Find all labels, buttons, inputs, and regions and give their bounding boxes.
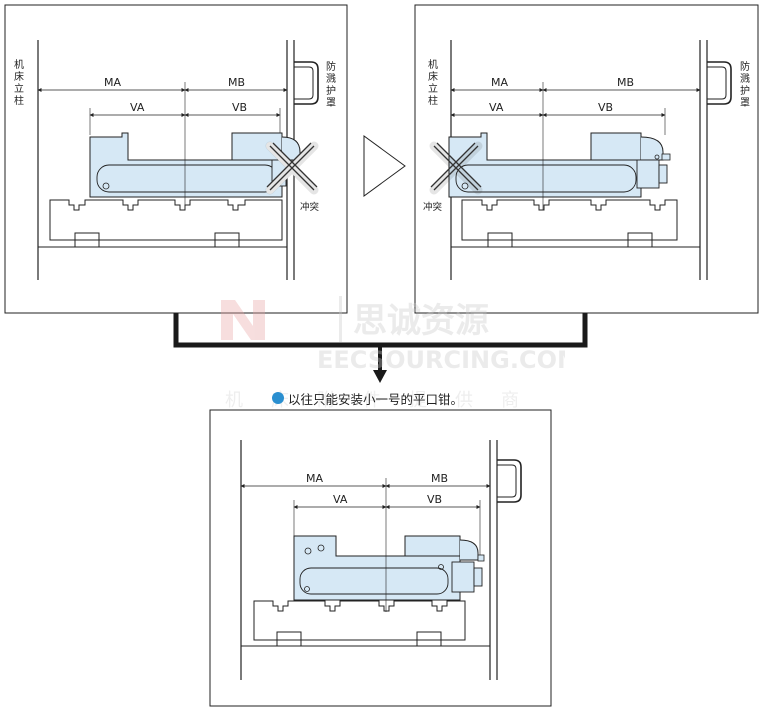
label-ma: MA bbox=[491, 76, 508, 89]
label-char: 护 bbox=[326, 84, 336, 97]
machine-column-label: 机 床 立 柱 bbox=[14, 58, 24, 107]
label-vb: VB bbox=[427, 493, 442, 506]
panel-before-left: 机 床 立 柱 防 溅 护 罩 MA MB VA VB bbox=[4, 4, 348, 314]
label-mb: MB bbox=[431, 472, 448, 485]
note-text: 以往只能安装小一号的平口钳。 bbox=[288, 391, 464, 407]
next-arrow-icon bbox=[363, 135, 406, 197]
collision-label: 冲突 bbox=[300, 201, 320, 213]
label-char: 防 bbox=[740, 60, 750, 73]
machine-table bbox=[38, 199, 287, 248]
label-char: 护 bbox=[740, 84, 750, 97]
label-char: 床 bbox=[428, 70, 438, 83]
label-char: 罩 bbox=[740, 97, 750, 109]
label-mb: MB bbox=[617, 76, 634, 89]
label-char: 罩 bbox=[326, 97, 336, 109]
panel-before-right: 机 床 立 柱 防 溅 护 罩 MA MB VA VB bbox=[414, 4, 759, 314]
vise-large bbox=[89, 132, 301, 198]
guard-handle bbox=[294, 61, 319, 105]
label-va: VA bbox=[489, 101, 504, 114]
label-char: 床 bbox=[14, 70, 24, 83]
label-char: 机 bbox=[428, 58, 438, 71]
machine-table bbox=[451, 199, 700, 248]
splash-guard-label: 防 溅 护 罩 bbox=[326, 60, 336, 109]
bullet-dot-icon bbox=[272, 392, 284, 404]
collision-x-mark bbox=[429, 141, 483, 195]
note-caption: 以往只能安装小一号的平口钳。 bbox=[272, 388, 463, 408]
label-char: 防 bbox=[326, 60, 336, 73]
collision-label: 冲突 bbox=[423, 201, 443, 213]
machine-column-label: 机 床 立 柱 bbox=[428, 58, 438, 107]
guard-handle bbox=[707, 61, 732, 105]
label-char: 溅 bbox=[326, 72, 336, 85]
label-va: VA bbox=[130, 101, 145, 114]
splash-guard-label: 防 溅 护 罩 bbox=[740, 60, 750, 109]
label-char: 机 bbox=[14, 58, 24, 71]
panel-after: MA MB VA VB bbox=[209, 409, 552, 707]
label-char: 立 bbox=[14, 82, 24, 95]
vise-large-shifted bbox=[448, 132, 671, 198]
merge-connector bbox=[173, 313, 588, 348]
label-vb: VB bbox=[598, 101, 613, 114]
label-ma: MA bbox=[104, 76, 121, 89]
machine-table bbox=[241, 600, 490, 647]
label-vb: VB bbox=[232, 101, 247, 114]
label-va: VA bbox=[333, 493, 348, 506]
label-mb: MB bbox=[228, 76, 245, 89]
label-char: 立 bbox=[428, 82, 438, 95]
vise-new-compact bbox=[293, 535, 485, 601]
label-ma: MA bbox=[306, 472, 323, 485]
collision-x-mark bbox=[265, 141, 319, 195]
label-char: 溅 bbox=[740, 72, 750, 85]
label-char: 柱 bbox=[428, 94, 438, 107]
guard-handle bbox=[497, 459, 522, 503]
down-arrow-icon bbox=[373, 370, 387, 383]
label-char: 柱 bbox=[14, 94, 24, 107]
